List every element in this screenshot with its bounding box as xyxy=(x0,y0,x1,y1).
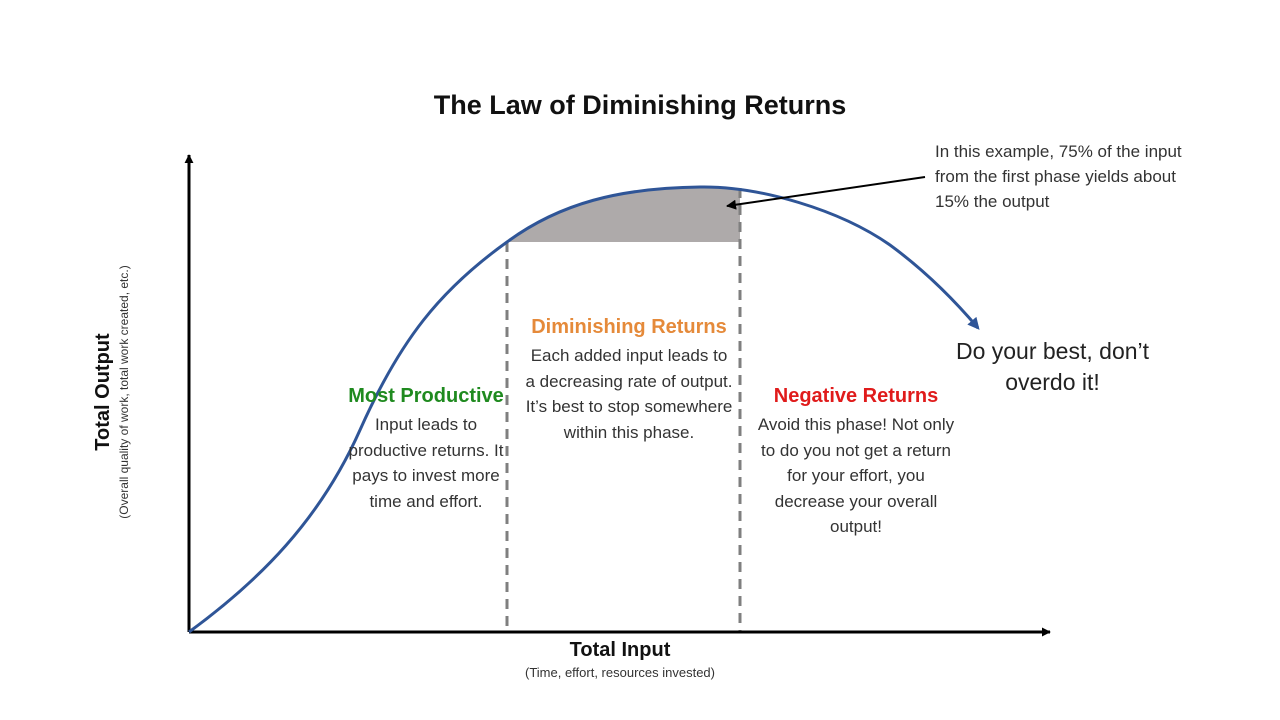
x-axis-label: Total Input xyxy=(569,639,671,661)
phase-description: Input leads to productive returns. It pa… xyxy=(348,415,504,511)
callout-arrow xyxy=(726,176,926,210)
phase-description: Each added input leads to a decreasing r… xyxy=(525,346,733,442)
shaded-output-region xyxy=(507,187,740,242)
phase-heading: Most Productive xyxy=(348,385,504,407)
phase-diminishing-returns: Diminishing Returns Each added input lea… xyxy=(525,313,733,445)
y-axis-label: Total Output xyxy=(92,333,114,451)
diagram-title: The Law of Diminishing Returns xyxy=(433,90,847,120)
x-axis-label-group: Total Input (Time, effort, resources inv… xyxy=(470,638,770,682)
total-output-curve xyxy=(188,185,980,634)
phase-heading: Negative Returns xyxy=(773,385,939,407)
phase-heading: Diminishing Returns xyxy=(531,316,727,338)
phase-negative-returns: Negative Returns Avoid this phase! Not o… xyxy=(751,382,961,540)
y-axis-sublabel: (Overall quality of work, total work cre… xyxy=(117,265,131,519)
x-axis-sublabel: (Time, effort, resources invested) xyxy=(524,665,715,680)
phase-description: Avoid this phase! Not only to do you not… xyxy=(757,415,955,536)
callout-note: In this example, 75% of the input from t… xyxy=(935,142,1182,211)
phase-most-productive: Most Productive Input leads to productiv… xyxy=(346,382,506,514)
advice-text: Do your best, don’t overdo it! xyxy=(955,338,1150,395)
